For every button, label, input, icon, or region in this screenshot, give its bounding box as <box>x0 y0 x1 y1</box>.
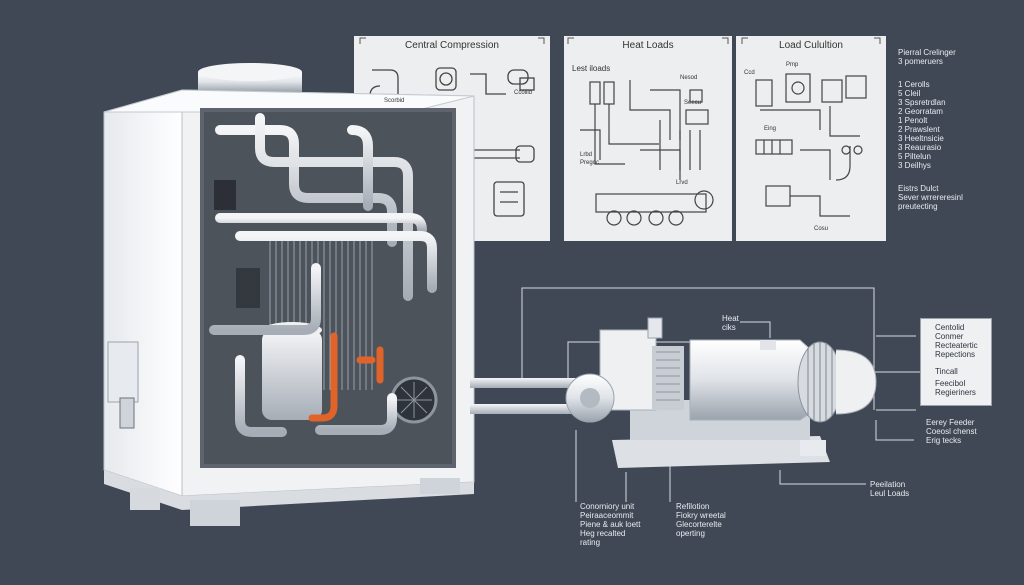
callout-box-bottom-text: Feecibol Regieriners <box>935 379 976 397</box>
panel-label-lrvd: Lrvd <box>676 180 688 186</box>
panel-title-load-calculation: Load Culultion <box>779 40 843 51</box>
callout-right-lower: Eerey Feeder Coeosl chenst Erig tecks <box>926 418 977 445</box>
panel-label-seecu: Seecu <box>684 100 702 106</box>
callout-heat: Heat ciks <box>722 314 739 332</box>
panel-label-lrbd: Lrbd <box>580 152 593 158</box>
right-list-group-3: 1 Penolt 2 Prawslent 3 Heeltnsicie 3 Rea… <box>898 116 944 152</box>
right-list-group-1: Pierral Crelinger 3 pomeruers <box>898 48 956 66</box>
panel-label-cosu: Cosu <box>814 226 829 232</box>
panel-label-nesod: Nesod <box>680 75 698 81</box>
callout-bottom-right: Peeilation Leul Loads <box>870 480 910 498</box>
panel-label-pmp: Pmp <box>786 62 799 68</box>
panel-title-heat-loads: Heat Loads <box>622 40 674 51</box>
panel-load-calculation <box>736 36 886 241</box>
panel-label-pregoc: Pregoc <box>580 160 600 166</box>
panel-heat-loads <box>564 36 732 241</box>
panel-label-scorbid: Scorbid <box>384 98 405 104</box>
panel-subtitle-heat-loads: Lest iloads <box>572 64 611 73</box>
condensing-unit <box>103 63 475 526</box>
right-list-group-2: 1 Cerolls 5 Cleil 3 Spsretrdlan 2 Georra… <box>898 80 946 116</box>
callout-bottom-left: Conorniory unit Peiraaceommit Piene & au… <box>580 502 641 547</box>
right-list-group-4: 5 Piltelun 3 Deilhys <box>898 152 931 170</box>
evaporator-assembly <box>565 317 877 468</box>
callout-box-right: Centolid Conmer Recteatertic Repections … <box>920 318 992 406</box>
callout-box-top-text: Centolid Conmer Recteatertic Repections <box>935 323 978 359</box>
panel-title-central-compression: Central Compression <box>405 40 499 51</box>
panel-label-ccd: Ccd <box>744 70 755 76</box>
callout-box-mid-text: Tincall <box>935 367 958 376</box>
right-list-group-5: Eistrs Dulct Sever wrrereresinl preutect… <box>898 184 963 211</box>
panel-label-eing: Eing <box>764 126 777 132</box>
panel-label-ccoilid: Ccoilid <box>514 90 533 96</box>
callout-bottom-mid: Refilotion Fiokry wreetal Glecorterelte … <box>676 502 726 538</box>
connecting-pipes <box>470 378 580 414</box>
